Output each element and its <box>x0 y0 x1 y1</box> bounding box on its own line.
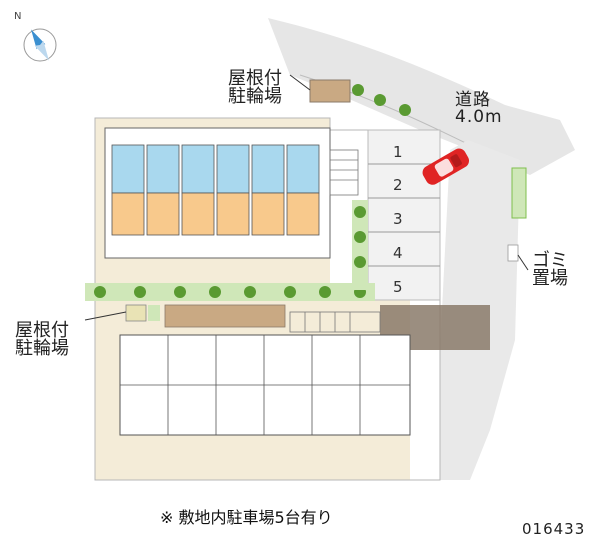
bike-shed-top <box>309 79 351 103</box>
building-upper-units <box>111 144 320 236</box>
parking-slot-lines <box>368 163 440 267</box>
property-code: 016433 <box>522 520 586 538</box>
parking-slot-number: 3 <box>393 210 403 228</box>
parking-lot <box>367 129 441 301</box>
trees-column <box>354 206 366 268</box>
parking-slot-number: 1 <box>393 143 403 161</box>
parking-slot-number: 5 <box>393 278 403 296</box>
building-lower-units <box>120 335 410 435</box>
label-bike-parking-top: 屋根付 駐輪場 <box>228 68 282 107</box>
label-bike-parking-left: 屋根付 駐輪場 <box>15 320 69 359</box>
parking-slot-numbers: 1 2 3 4 5 <box>393 143 403 296</box>
hedge-column <box>352 200 368 290</box>
car-icon <box>422 148 470 185</box>
label-road: 道路 4.0m <box>455 90 503 127</box>
parking-note: ※ 敷地内駐車場5台有り <box>160 508 333 527</box>
leader-line-garbage <box>517 254 529 271</box>
stairway-lower <box>289 311 381 333</box>
leader-line-left <box>84 311 127 321</box>
entrance-walkway <box>164 304 286 328</box>
hedge-row <box>85 283 375 301</box>
bike-shed-left <box>125 304 147 322</box>
bike-shed-left-green <box>148 305 160 321</box>
compass-icon: N <box>14 11 57 62</box>
compass-north-label: N <box>14 11 21 22</box>
label-garbage: ゴミ 置場 <box>532 250 568 289</box>
garbage-area <box>511 167 527 219</box>
parking-slot-number: 2 <box>393 176 403 194</box>
stairway-upper <box>329 149 359 196</box>
leader-line-top <box>289 74 311 91</box>
road <box>268 18 575 175</box>
garbage-box <box>507 244 519 262</box>
trees-top <box>352 84 411 116</box>
parking-slot-number: 4 <box>393 244 403 262</box>
trees-hedge <box>94 286 366 298</box>
